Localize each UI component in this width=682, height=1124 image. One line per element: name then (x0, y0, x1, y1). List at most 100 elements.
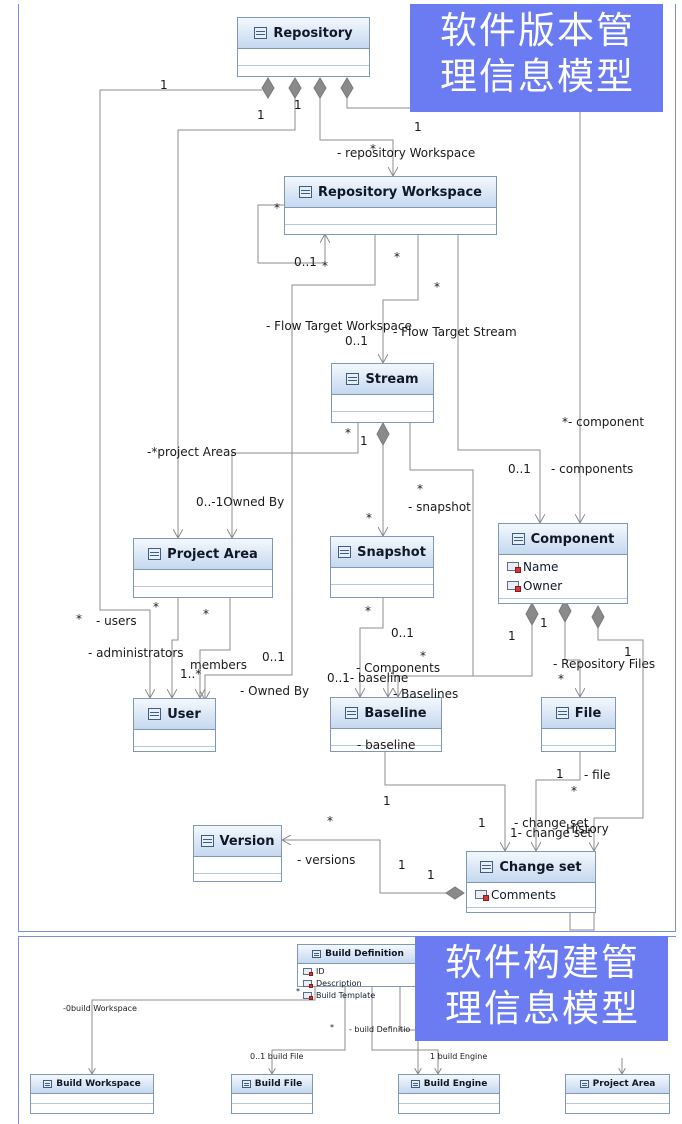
multiplicity-label: * (274, 201, 280, 215)
class-build-definition[interactable]: Build Definition ID Description Build Te… (297, 944, 419, 1000)
role-label: *- component (562, 415, 645, 429)
role-label: - Flow Target Workspace (266, 319, 412, 333)
class-build-workspace[interactable]: Build Workspace (30, 1074, 154, 1114)
class-icon (480, 861, 494, 873)
bottom-frame (18, 936, 676, 1124)
multiplicity-label: 1 (398, 858, 406, 872)
multiplicity-label: 1 (624, 645, 632, 659)
class-title: Build Workspace (56, 1079, 141, 1089)
multiplicity-label: * (365, 604, 371, 618)
multiplicity-label: * (434, 280, 440, 294)
class-build-project-area[interactable]: Project Area (565, 1074, 670, 1114)
class-icon (555, 707, 569, 719)
role-label: - change set (514, 816, 589, 830)
multiplicity-label: 1 (508, 629, 516, 643)
role-label: -0build Workspace (63, 1004, 137, 1013)
class-title: Change set (499, 859, 582, 875)
multiplicity-label: 1..* (180, 667, 202, 681)
attribute-icon (303, 967, 313, 976)
class-change-set[interactable]: Change set Comments (466, 851, 596, 913)
class-build-file[interactable]: Build File (231, 1074, 313, 1114)
class-icon (200, 835, 214, 847)
role-label: - versions (297, 853, 356, 867)
class-title: Build Engine (423, 1079, 488, 1089)
class-title: Repository Workspace (317, 184, 483, 200)
multiplicity-label: 1 (540, 616, 548, 630)
attribute-row: Description (298, 977, 418, 989)
banner-version-management: 软件版本管 理信息模型 (410, 4, 663, 112)
role-label: - components (551, 462, 634, 476)
attribute-row: Name (499, 557, 627, 576)
class-title: Component (530, 531, 615, 547)
class-snapshot[interactable]: Snapshot (330, 536, 434, 598)
role-label: - Baselines (393, 687, 459, 701)
class-version[interactable]: Version (193, 825, 282, 882)
class-icon (148, 548, 162, 560)
multiplicity-label: * (417, 482, 423, 496)
multiplicity-label: 1 (414, 120, 422, 134)
class-project-area[interactable]: Project Area (133, 538, 273, 598)
multiplicity-label: 1 (257, 108, 265, 122)
multiplicity-label: * (203, 607, 209, 621)
role-label: - Components (356, 661, 441, 675)
multiplicity-label: 1 (427, 868, 435, 882)
role-label: members (190, 658, 247, 672)
class-stream[interactable]: Stream (331, 363, 434, 423)
class-title: Repository (273, 25, 353, 41)
multiplicity-label: * (327, 814, 333, 828)
class-icon (312, 950, 322, 958)
multiplicity-label: 0..1 (294, 255, 317, 269)
class-icon (511, 533, 525, 545)
banner-build-management: 软件构建管 理信息模型 (415, 936, 668, 1041)
multiplicity-label: * (571, 784, 577, 798)
class-title: Version (219, 833, 275, 849)
role-label: - baseline (357, 738, 416, 752)
multiplicity-label: 0..1 (391, 626, 414, 640)
class-title: Stream (365, 371, 419, 387)
attribute-row: ID (298, 965, 418, 977)
class-repository[interactable]: Repository (237, 17, 370, 77)
class-file[interactable]: File (541, 697, 616, 752)
role-label: - administrators (88, 646, 184, 660)
role-label: - users (96, 614, 137, 628)
multiplicity-label: * (330, 1023, 334, 1032)
attribute-row: Comments (467, 885, 595, 904)
role-label: 0..1 build File (250, 1052, 304, 1061)
role-label: 1 build Engine (430, 1052, 488, 1061)
class-baseline[interactable]: Baseline (330, 697, 442, 752)
multiplicity-label: * (558, 672, 564, 686)
class-icon (254, 27, 268, 39)
role-label: - build Definitio (349, 1025, 411, 1034)
role-label: - repository Workspace (337, 146, 476, 160)
class-icon (346, 373, 360, 385)
role-label: 0..-1Owned By (196, 495, 285, 509)
class-title: Project Area (592, 1079, 656, 1089)
multiplicity-label: 0..1 (345, 334, 368, 348)
multiplicity-label: 0..1 (508, 462, 531, 476)
class-icon (43, 1080, 53, 1088)
multiplicity-label: * (322, 259, 328, 273)
role-label: - Owned By (240, 684, 310, 698)
attribute-icon (303, 991, 313, 1000)
class-user[interactable]: User (133, 698, 216, 752)
multiplicity-label: * (345, 426, 351, 440)
attribute-icon (507, 581, 521, 592)
class-title: Baseline (364, 705, 427, 721)
class-icon (338, 546, 352, 558)
multiplicity-label: 1 (478, 816, 486, 830)
class-title: Project Area (167, 546, 258, 562)
multiplicity-label: 0..1 (262, 650, 285, 664)
multiplicity-label: * (296, 987, 300, 996)
class-icon (298, 186, 312, 198)
class-repository-workspace[interactable]: Repository Workspace (284, 176, 497, 235)
class-icon (345, 707, 359, 719)
multiplicity-label: 1 (160, 78, 168, 92)
role-label: History (566, 822, 609, 836)
attribute-row: Build Template (298, 989, 418, 1001)
class-title: Build File (254, 1079, 303, 1089)
role-label: - snapshot (408, 500, 471, 514)
class-title: Snapshot (357, 544, 426, 560)
attribute-icon (475, 890, 489, 901)
class-build-engine[interactable]: Build Engine (398, 1074, 500, 1114)
class-component[interactable]: Component Name Owner (498, 523, 628, 604)
